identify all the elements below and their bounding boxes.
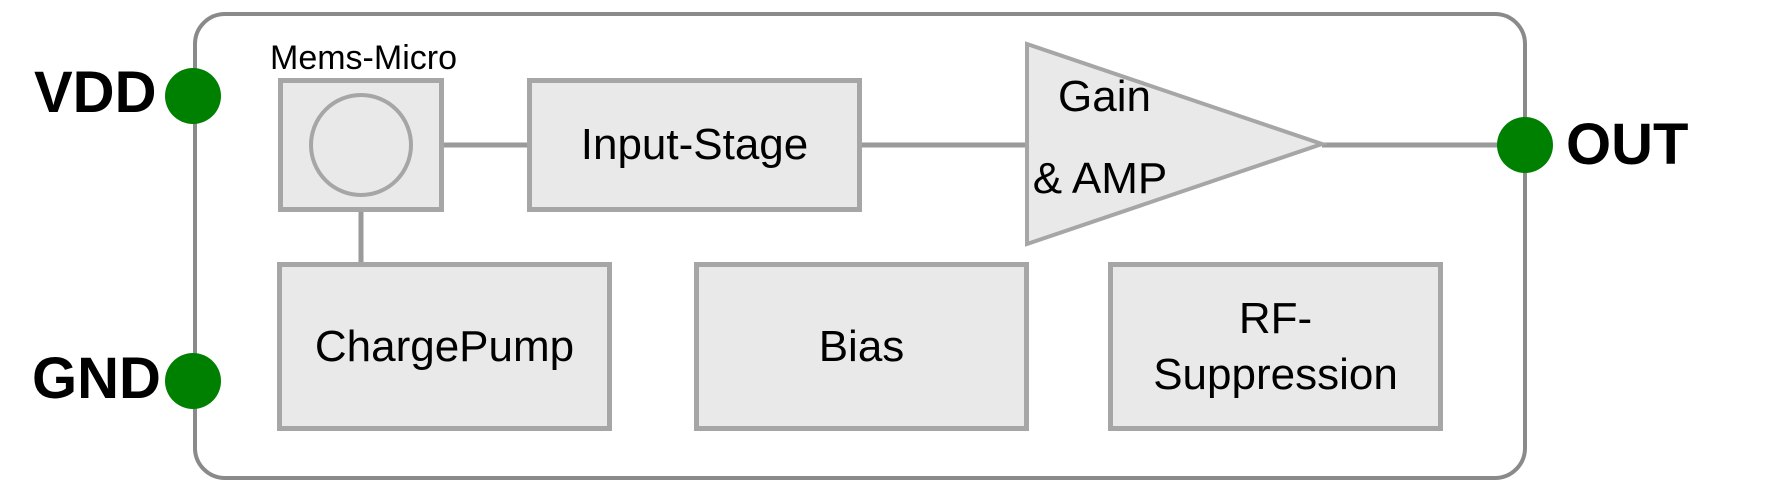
rf-suppression-line1: RF- [1238, 293, 1313, 343]
out-port-label: OUT [1566, 112, 1689, 177]
vdd-port-dot [165, 68, 221, 124]
vdd-port-label: VDD [34, 60, 157, 125]
input-stage-label: Input-Stage [580, 120, 809, 170]
rf-suppression-line2: Suppression [1153, 349, 1398, 399]
gnd-port-label: GND [32, 346, 161, 411]
mems-membrane-circle [309, 93, 413, 197]
bias-block: Bias [694, 262, 1029, 431]
charge-pump-label: ChargePump [314, 321, 575, 371]
bias-label: Bias [818, 321, 905, 371]
amplifier-label-line2: & AMP [1032, 154, 1168, 203]
out-port-dot [1497, 117, 1553, 173]
rf-suppression-label: RF- Suppression [1113, 291, 1438, 403]
mems-micro-caption: Mems-Micro [270, 39, 457, 77]
charge-pump-block: ChargePump [277, 262, 612, 431]
input-stage-block: Input-Stage [527, 78, 862, 212]
mems-micro-block [278, 78, 444, 212]
chip-outline [193, 12, 1527, 480]
amplifier-label-line1: Gain [1058, 72, 1151, 121]
gnd-port-dot [165, 353, 221, 409]
rf-suppression-block: RF- Suppression [1108, 262, 1443, 431]
amplifier-triangle [1025, 41, 1329, 247]
